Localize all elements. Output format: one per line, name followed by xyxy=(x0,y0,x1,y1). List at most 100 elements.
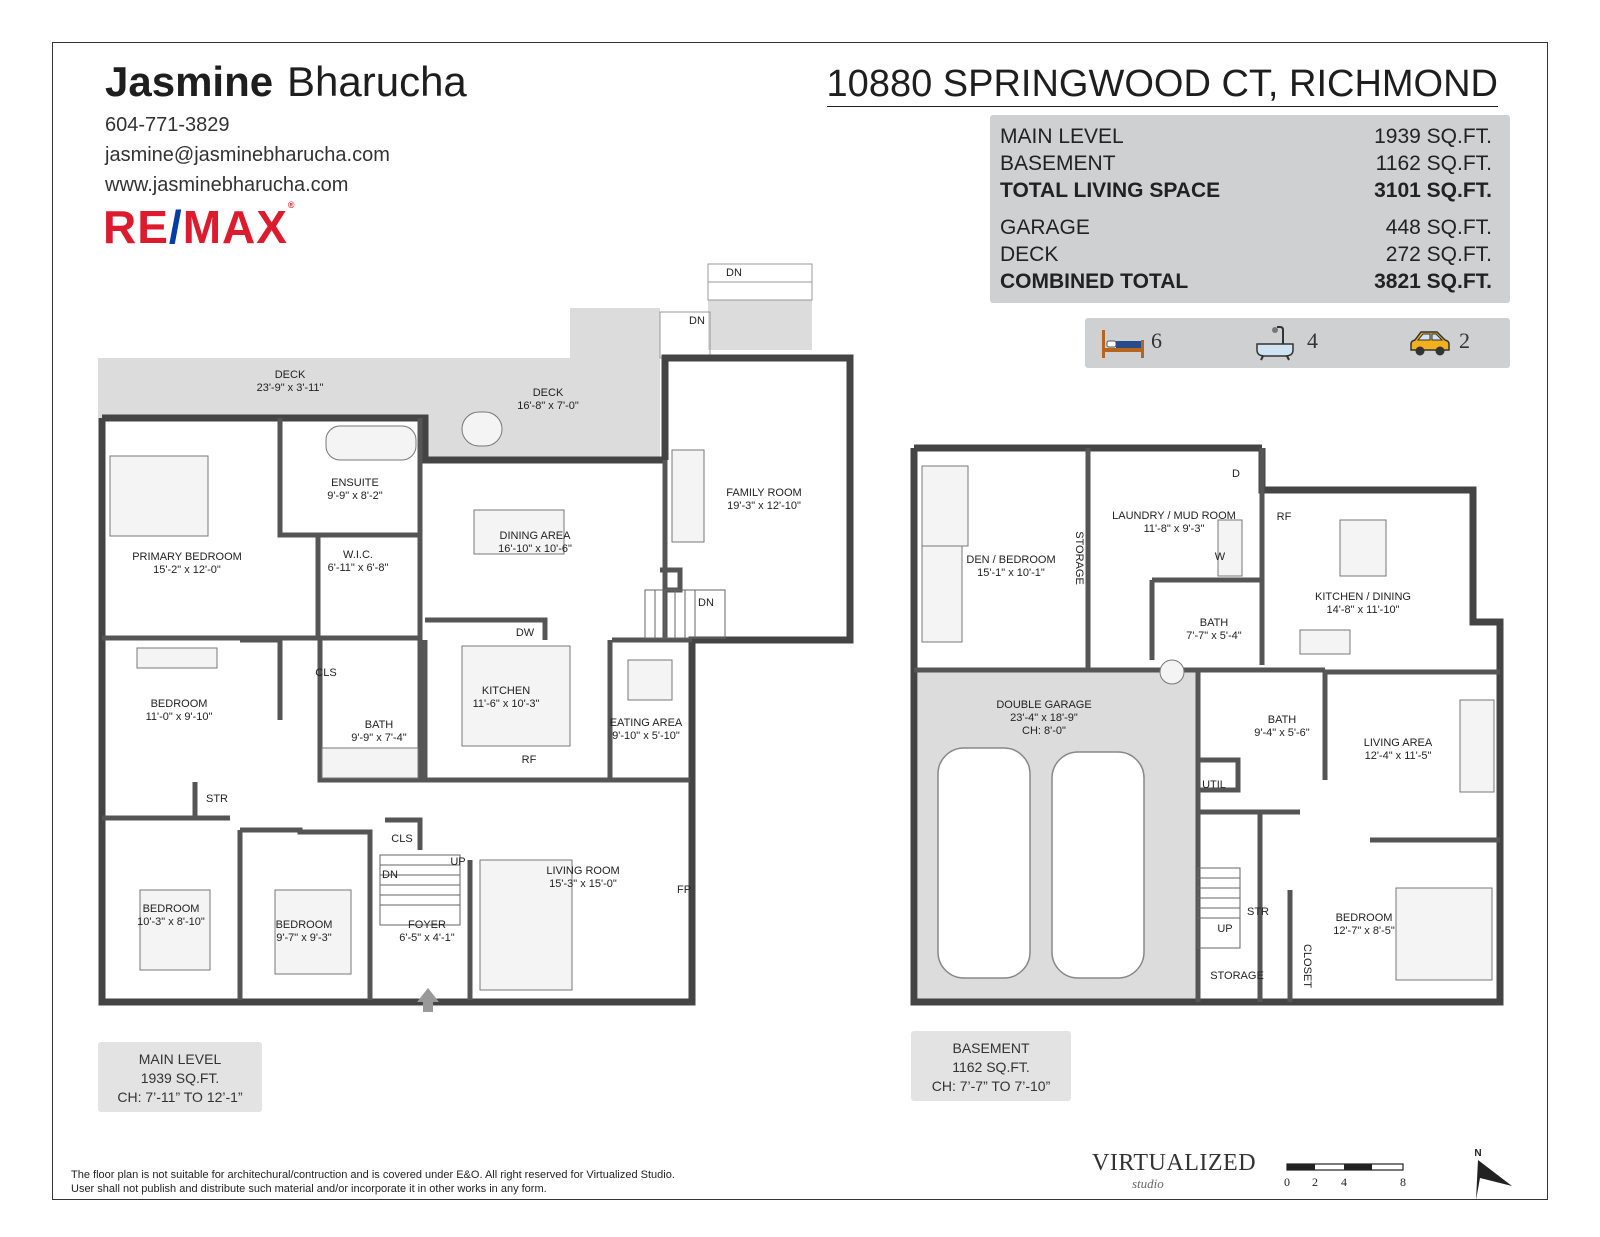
tag-closet: CLOSET xyxy=(1301,944,1313,988)
room-name-eating-area: EATING AREA xyxy=(610,717,683,729)
remax-logo: RE/MAX® xyxy=(103,200,296,253)
room-dim-dining-area: 16'-10" x 10'-6" xyxy=(498,543,572,555)
room-name-wic: W.I.C. xyxy=(343,549,373,561)
svg-text:N: N xyxy=(1474,1148,1481,1159)
room-name-den-bedroom: DEN / BEDROOM xyxy=(966,554,1055,566)
main-interior-walls xyxy=(102,418,692,1000)
tag-dw: DW xyxy=(516,627,535,639)
scale-bar: 0 2 4 8 xyxy=(1284,1163,1406,1189)
tag-rf: RF xyxy=(522,754,537,766)
disclaimer-text: The floor plan is not suitable for archi… xyxy=(71,1169,675,1195)
room-name-ensuite: ENSUITE xyxy=(331,477,379,489)
tag-dn: DN xyxy=(726,267,742,279)
room-name-deck: DECK xyxy=(275,369,306,381)
room-name-bath-2: BATH xyxy=(1268,714,1297,726)
room-name-bath: BATH xyxy=(365,719,394,731)
property-address: 10880 SPRINGWOOD CT, RICHMOND xyxy=(826,63,1498,107)
basement-plan: DEN / BEDROOM 15'-1" x 10'-1" LAUNDRY / … xyxy=(910,444,1504,1006)
room-dim-kitchen: 11'-6" x 10'-3" xyxy=(473,698,540,710)
parking-count: 2 xyxy=(1459,328,1470,353)
room-dim-bath-2: 9'-4" x 5'-6" xyxy=(1254,727,1310,739)
room-name-dining-area: DINING AREA xyxy=(500,530,572,542)
tag-util: UTIL xyxy=(1202,779,1226,791)
tag-washer: W xyxy=(1215,551,1226,563)
room-name-foyer: FOYER xyxy=(408,919,446,931)
car-icon xyxy=(1410,331,1450,356)
scale-tick: 4 xyxy=(1341,1175,1347,1189)
deck-area xyxy=(708,300,812,350)
room-dim-bedroom-3: 9'-7" x 9'-3" xyxy=(276,932,332,944)
room-name-living-room: LIVING ROOM xyxy=(546,865,619,877)
room-name-double-garage: DOUBLE GARAGE xyxy=(996,699,1091,711)
room-dim-kitchen-dining: 14'-8" x 11'-10" xyxy=(1327,604,1400,616)
main-outer-wall xyxy=(98,354,854,1006)
room-dim-ensuite: 9'-9" x 8'-2" xyxy=(327,490,383,502)
feature-counts: 6 4 2 xyxy=(1085,318,1510,368)
room-name-primary-bedroom: PRIMARY BEDROOM xyxy=(132,551,242,563)
tag-up: UP xyxy=(450,856,465,868)
tag-rf: RF xyxy=(1277,511,1292,523)
room-dim-bedroom: 11'-0" x 9'-10" xyxy=(146,711,213,723)
room-dim-living-room: 15'-3" x 15'-0" xyxy=(549,878,617,890)
tag-cls: CLS xyxy=(391,833,412,845)
room-dim-bath: 9'-9" x 7'-4" xyxy=(351,732,407,744)
room-name-living-area: LIVING AREA xyxy=(1364,737,1433,749)
room-dim-primary-bedroom: 15'-2" x 12'-0" xyxy=(153,564,221,576)
tag-dn: DN xyxy=(689,315,705,327)
room-dim-laundry: 11'-8" x 9'-3" xyxy=(1144,523,1205,535)
room-name-bath: BATH xyxy=(1200,617,1229,629)
scale-tick: 8 xyxy=(1400,1175,1406,1189)
room-extra-double-garage: CH: 8'-0" xyxy=(1022,725,1066,737)
room-dim-eating-area: 9'-10" x 5'-10" xyxy=(612,730,680,742)
agent-email: jasmine@jasminebharucha.com xyxy=(105,144,390,166)
bathtub-icon xyxy=(1256,326,1294,361)
scale-tick: 2 xyxy=(1312,1175,1318,1189)
basement-interior-walls xyxy=(914,448,1500,1002)
room-dim-deck: 23'-9" x 3'-11" xyxy=(257,382,324,394)
deck-area xyxy=(98,308,660,460)
north-arrow-icon: N xyxy=(1474,1148,1512,1200)
garage-cars xyxy=(937,747,1145,979)
bathroom-count: 4 xyxy=(1307,328,1318,353)
room-name-kitchen: KITCHEN xyxy=(482,685,530,697)
agent-website: www.jasminebharucha.com xyxy=(105,174,349,196)
tag-cls: CLS xyxy=(315,667,336,679)
tag-dryer: D xyxy=(1232,468,1240,480)
main-outer-wall xyxy=(102,414,665,464)
scale-tick: 0 xyxy=(1284,1175,1290,1189)
room-dim-den-bedroom: 15'-1" x 10'-1" xyxy=(977,567,1045,579)
tag-storage: STORAGE xyxy=(1073,531,1085,585)
tag-fp: FP xyxy=(677,884,691,896)
agent-first-name: Jasmine xyxy=(105,58,274,105)
room-dim-wic: 6'-11" x 6'-8" xyxy=(328,562,389,574)
page-frame xyxy=(52,42,1548,1200)
tag-storage-2: STORAGE xyxy=(1210,970,1264,982)
entry-arrow xyxy=(417,988,439,1012)
room-dim-living-area: 12'-4" x 11'-5" xyxy=(1365,750,1432,762)
tag-dn: DN xyxy=(382,869,398,881)
main-stairs xyxy=(379,589,726,926)
room-name-bedroom: BEDROOM xyxy=(151,698,208,710)
agent-last-name: Bharucha xyxy=(287,58,467,105)
room-name-kitchen-dining: KITCHEN / DINING xyxy=(1315,591,1411,603)
room-dim-deck-2: 16'-8" x 7'-0" xyxy=(517,400,579,412)
agent-phone: 604-771-3829 xyxy=(105,114,230,136)
room-dim-foyer: 6'-5" x 4'-1" xyxy=(399,932,455,944)
tag-str: STR xyxy=(1247,906,1269,918)
main-fixtures xyxy=(109,411,705,991)
bedroom-count: 6 xyxy=(1151,328,1162,353)
room-dim-family-room: 19'-3" x 12'-10" xyxy=(727,500,801,512)
room-dim-double-garage: 23'-4" x 18'-9" xyxy=(1010,712,1078,724)
room-dim-bedroom-2: 10'-3" x 8'-10" xyxy=(137,916,205,928)
room-name-bedroom: BEDROOM xyxy=(1336,912,1393,924)
tag-up: UP xyxy=(1217,923,1232,935)
basement-outer-wall xyxy=(910,448,1504,1006)
bed-icon xyxy=(1102,330,1144,358)
